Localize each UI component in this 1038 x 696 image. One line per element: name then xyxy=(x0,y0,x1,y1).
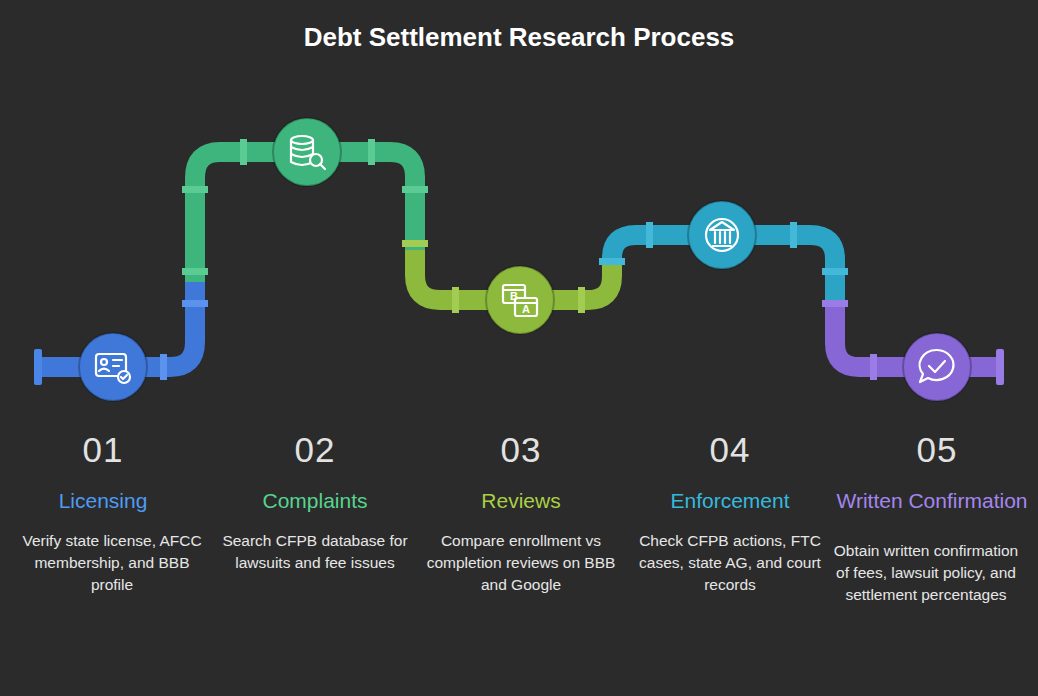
pipe-collar xyxy=(599,258,625,265)
step-description: Obtain written confirmation of fees, law… xyxy=(826,540,1026,606)
pipe-collar xyxy=(240,139,247,165)
step-heading: Complaints xyxy=(220,488,410,513)
pipe-collar xyxy=(160,354,167,380)
step-icon-circle xyxy=(903,333,971,401)
step-heading: Written Confirmation xyxy=(832,488,1032,513)
step-icon-circle xyxy=(688,201,756,269)
icon-letter: B xyxy=(508,290,520,302)
step-description: Search CFPB database for lawsuits and fe… xyxy=(215,530,415,574)
pipe-flange xyxy=(34,349,42,385)
step-number: 02 xyxy=(255,430,375,470)
pipe-collar xyxy=(182,268,208,275)
step-icon-circle xyxy=(486,266,554,334)
step-number: 05 xyxy=(877,430,997,470)
step-heading: Enforcement xyxy=(635,488,825,513)
enforcement-icon xyxy=(706,219,738,251)
database-search-icon xyxy=(291,136,325,169)
pipe-collar xyxy=(870,354,877,380)
pipe-collar xyxy=(182,186,208,193)
pipe-flange xyxy=(996,349,1004,385)
pipe-collars xyxy=(34,139,1004,385)
step-heading: Reviews xyxy=(426,488,616,513)
pipe-collar xyxy=(402,186,428,193)
step-description: Verify state license, AFCC membership, a… xyxy=(12,530,212,596)
pipe-collar xyxy=(452,287,459,313)
diagram-title: Debt Settlement Research Process xyxy=(169,22,869,53)
pipe-collar xyxy=(822,268,848,275)
step-number: 01 xyxy=(43,430,163,470)
step-icon-circle xyxy=(273,118,341,186)
confirmation-icon xyxy=(920,350,954,382)
pipe-collar xyxy=(402,240,428,247)
pipe-collar xyxy=(182,300,208,307)
pipe-collar xyxy=(822,300,848,307)
pipe-collar xyxy=(368,139,375,165)
pipe-collar xyxy=(646,222,653,248)
step-heading: Licensing xyxy=(8,488,198,513)
review-windows-icon xyxy=(503,285,537,316)
step-description: Check CFPB actions, FTC cases, state AG,… xyxy=(630,530,830,596)
step-icon-circle xyxy=(79,333,147,401)
license-icon xyxy=(96,354,130,383)
icon-letter: A xyxy=(520,303,532,315)
pipe-collar xyxy=(790,222,797,248)
step-description: Compare enrollment vs completion reviews… xyxy=(421,530,621,596)
step-number: 03 xyxy=(461,430,581,470)
step-number: 04 xyxy=(670,430,790,470)
pipe-collar xyxy=(578,287,585,313)
